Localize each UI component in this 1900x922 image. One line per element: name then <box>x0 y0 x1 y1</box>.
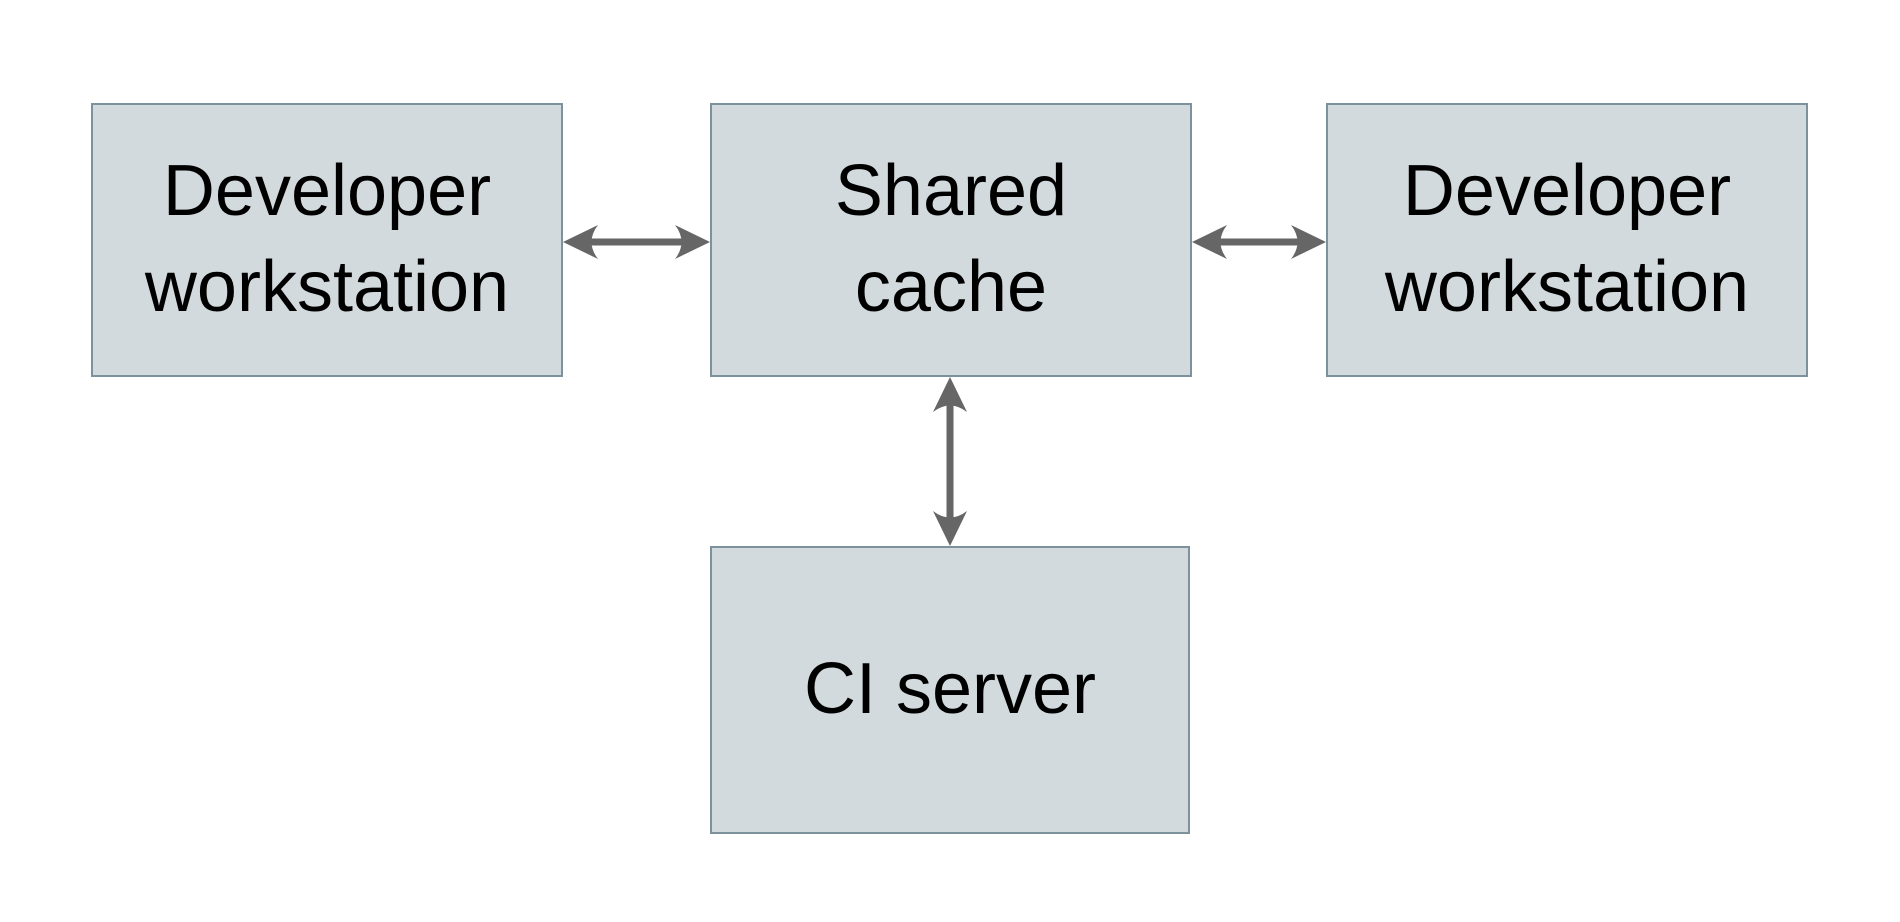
node-shared-cache: Shared cache <box>710 103 1192 377</box>
arrow-left-workstation-cache-icon <box>563 225 710 259</box>
node-developer-workstation-right: Developer workstation <box>1326 103 1808 377</box>
node-label-ci-server: CI server <box>803 649 1097 730</box>
arrow-cache-ci-server-icon <box>933 377 967 546</box>
node-label-shared-cache: Shared cache <box>834 151 1068 327</box>
node-developer-workstation-left: Developer workstation <box>91 103 563 377</box>
node-ci-server: CI server <box>710 546 1190 834</box>
node-label-developer-workstation-right: Developer workstation <box>1384 151 1750 327</box>
arrow-cache-right-workstation-icon <box>1192 225 1326 259</box>
node-label-developer-workstation-left: Developer workstation <box>144 151 510 327</box>
